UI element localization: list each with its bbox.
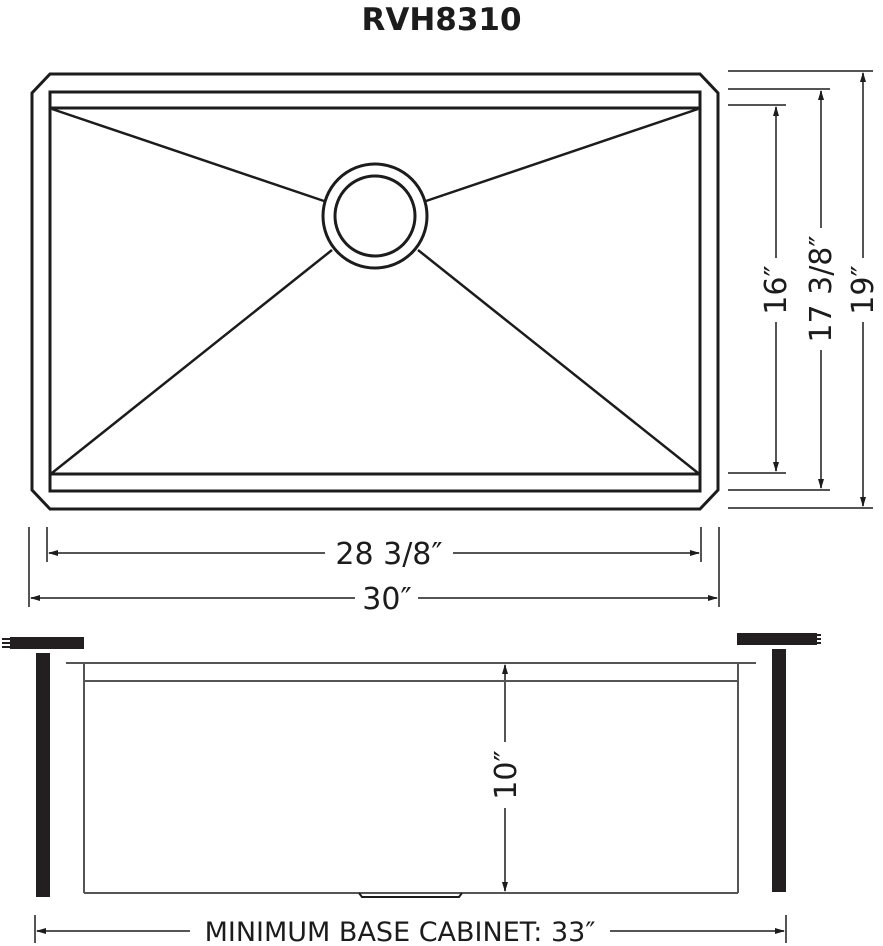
- outer-flange: [30, 72, 720, 511]
- minimum-cabinet-label: MINIMUM BASE CABINET: 33″: [205, 917, 596, 946]
- slope-line: [425, 107, 699, 203]
- outer-width-label: 30″: [362, 582, 411, 617]
- inner-depth-label: 17 3/8″: [804, 235, 839, 342]
- slope-line: [51, 107, 325, 203]
- cabinet-wall-right: [772, 649, 786, 892]
- countertop-left: [2, 637, 84, 649]
- bowl-depth-label: 16″: [759, 265, 794, 314]
- sink-profile: [66, 662, 756, 898]
- top-view: [30, 72, 720, 511]
- drain-outer-icon: [321, 162, 429, 270]
- outer-depth-label: 19″: [846, 265, 881, 314]
- countertop-right: [737, 633, 821, 645]
- inner-width-label: 28 3/8″: [335, 537, 442, 572]
- bowl-height-label: 10″: [489, 750, 524, 799]
- model-title: RVH8310: [361, 2, 522, 38]
- width-dimensions: [28, 527, 720, 607]
- depth-dimensions: [728, 70, 873, 509]
- slope-line: [417, 249, 699, 474]
- slope-line: [51, 249, 333, 474]
- side-view: 10″ MINIMUM BASE CABINET: 33″: [2, 633, 821, 946]
- drain-inner-icon: [333, 174, 417, 258]
- cabinet-wall-left: [36, 653, 50, 897]
- inner-rim: [48, 90, 702, 493]
